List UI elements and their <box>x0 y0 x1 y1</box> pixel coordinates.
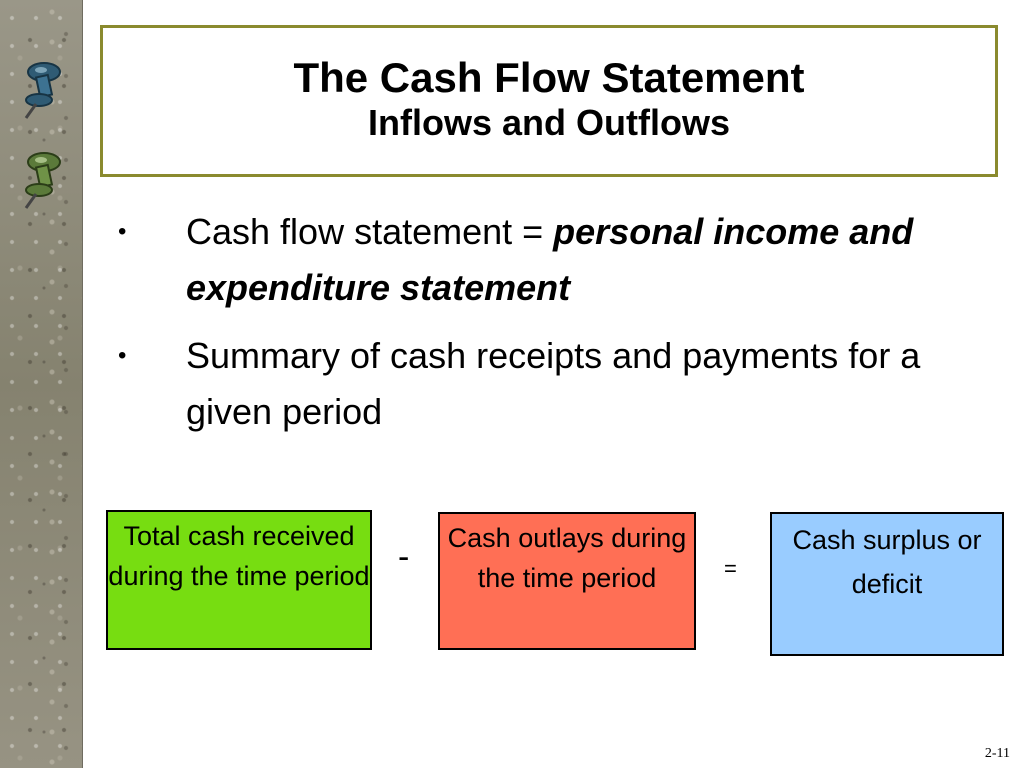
equation-box-cash-outlays: Cash outlays during the time period <box>438 512 696 650</box>
bullet-marker: • <box>118 218 127 245</box>
bullet-emphasis-text: personal income and expenditure statemen… <box>186 211 914 308</box>
slide-title: The Cash Flow Statement <box>293 54 805 101</box>
equals-operator: = <box>724 556 737 581</box>
title-box: The Cash Flow Statement Inflows and Outf… <box>100 25 998 177</box>
equation-box-cash-received: Total cash received during the time peri… <box>106 510 372 650</box>
bullet-text: Summary of cash receipts and payments fo… <box>186 335 921 432</box>
page-number: 2-11 <box>984 746 1010 761</box>
pushpin-icon <box>24 62 61 119</box>
equation-box-cash-surplus: Cash surplus or deficit <box>770 512 1004 656</box>
bullet-plain-text: Cash flow statement = <box>186 211 554 252</box>
slide-subtitle: Inflows and Outflows <box>368 102 730 143</box>
pushpin-icon <box>24 152 61 209</box>
bullet-item: • Cash flow statement = personal income … <box>118 204 978 316</box>
bullet-item: • Summary of cash receipts and payments … <box>118 328 978 440</box>
minus-operator: - <box>398 538 410 576</box>
bullet-marker: • <box>118 342 127 369</box>
bullet-text: Cash flow statement = personal income an… <box>186 204 978 316</box>
decorative-stone-strip <box>0 0 83 768</box>
bullet-list: • Cash flow statement = personal income … <box>118 204 978 452</box>
